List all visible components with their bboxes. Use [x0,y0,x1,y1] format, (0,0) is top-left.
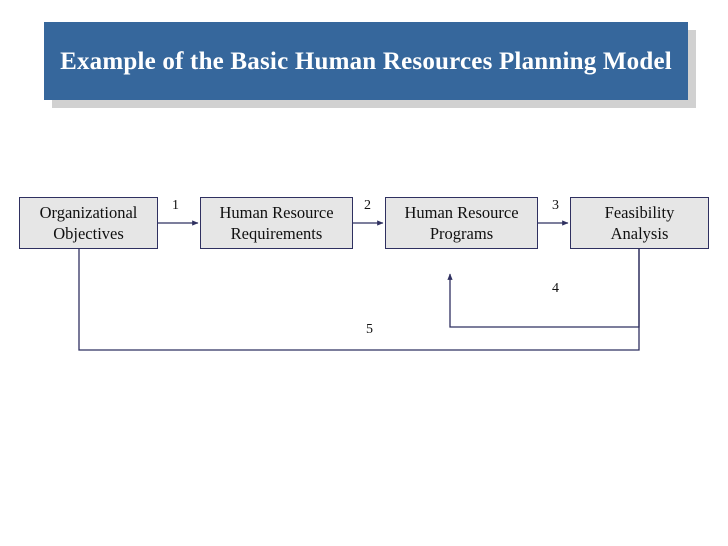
title-banner: Example of the Basic Human Resources Pla… [44,22,688,100]
connector-5-label: 5 [366,322,373,337]
node-label-line1: Human Resource [404,203,519,222]
connector-3-label: 3 [552,198,559,213]
node-label-line2: Objectives [53,224,124,243]
node-label-line1: Human Resource [219,203,334,222]
connector-4-label: 4 [552,281,559,296]
connector-2-label: 2 [364,198,371,213]
page-title: Example of the Basic Human Resources Pla… [60,47,672,75]
connector-5-line [78,249,640,351]
node-label-line1: Feasibility [604,203,675,222]
connector-1-label: 1 [172,198,179,213]
connector-4-line [447,249,640,328]
node-label-line2: Requirements [230,224,323,243]
node-label-line1: Organizational [39,203,138,222]
node-label-line2: Analysis [610,224,669,243]
node-label-line2: Programs [429,224,494,243]
